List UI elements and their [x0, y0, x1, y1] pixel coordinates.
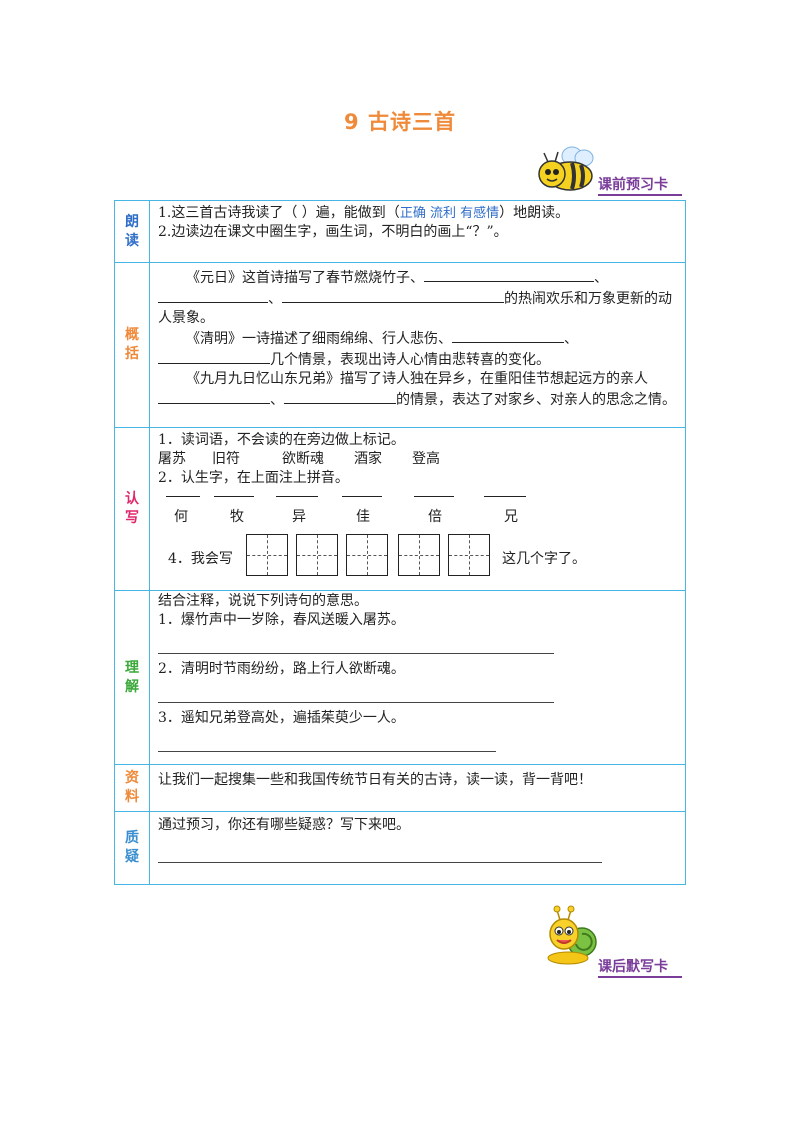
char-item: 兄: [504, 509, 518, 525]
reading-q2: 2.边读边在课文中圈生字，画生词，不明白的画上“？”。: [158, 224, 508, 240]
summary-p2: 《清明》一诗描述了细雨绵绵、行人悲伤、、几个情景，表现出诗人心情由悲转喜的变化。: [158, 328, 677, 370]
understand-item: 3．遥知兄弟登高处，遍插茱萸少一人。: [158, 710, 405, 726]
answer-blank[interactable]: [424, 267, 594, 282]
pinyin-blank[interactable]: [214, 496, 254, 497]
word-item: 酒家: [354, 451, 382, 467]
char-item: 何: [174, 509, 188, 525]
tian-grid-box[interactable]: [448, 534, 490, 576]
badge-underline: [598, 976, 682, 978]
materials-text: 让我们一起搜集一些和我国传统节日有关的古诗，读一读，背一背吧！: [158, 772, 592, 788]
row-materials: 资 料 让我们一起搜集一些和我国传统节日有关的古诗，读一读，背一背吧！: [114, 764, 686, 812]
badge-underline: [598, 194, 682, 196]
pinyin-blanks: [158, 488, 677, 508]
label-understand: 理 解: [114, 590, 150, 765]
write-q4-suffix: 这几个字了。: [502, 551, 586, 567]
reading-q1: 1.这三首古诗我读了（ ）遍，能做到（正确 流利 有感情）地朗读。: [158, 205, 570, 221]
char-item: 牧: [230, 509, 244, 525]
pinyin-blank[interactable]: [414, 496, 454, 497]
row-recognize-write: 认 写 1．读词语，不会读的在旁边做上标记。 屠苏 旧符 欲断魂 酒家 登高 2．认生字…: [114, 427, 686, 591]
row-understand: 理 解 结合注释，说说下列诗句的意思。 1．爆竹声中一岁除，春风送暖入屠苏。 2…: [114, 590, 686, 765]
word-item: 旧符: [212, 451, 240, 467]
pinyin-blank[interactable]: [484, 496, 526, 497]
row-questions: 质 疑 通过预习，你还有哪些疑惑？写下来吧。: [114, 811, 686, 885]
tian-grid-box[interactable]: [246, 534, 288, 576]
preview-card-table: 朗 读 1.这三首古诗我读了（ ）遍，能做到（正确 流利 有感情）地朗读。 2.…: [114, 200, 686, 885]
answer-line[interactable]: [158, 701, 554, 703]
tian-grid-box[interactable]: [398, 534, 440, 576]
answer-line[interactable]: [158, 750, 496, 752]
label-summary: 概 括: [114, 262, 150, 428]
label-questions: 质 疑: [114, 811, 150, 885]
preview-card-badge: 课前预习卡: [598, 177, 668, 193]
snail-icon: [547, 905, 597, 965]
write-grid-row: 4．我会写 这几个字了。: [158, 534, 677, 586]
word-list: 屠苏 旧符 欲断魂 酒家 登高: [158, 450, 677, 469]
answer-line[interactable]: [158, 652, 554, 654]
recognize-q1: 1．读词语，不会读的在旁边做上标记。: [158, 432, 405, 448]
review-card-badge: 课后默写卡: [598, 959, 668, 975]
tian-grid-box[interactable]: [346, 534, 388, 576]
page-title: 9 古诗三首: [344, 110, 456, 134]
answer-line[interactable]: [158, 861, 602, 863]
answer-blank[interactable]: [158, 288, 268, 303]
bee-icon: [538, 146, 594, 191]
recognize-q2: 2．认生字，在上面注上拼音。: [158, 470, 349, 486]
pinyin-blank[interactable]: [166, 496, 200, 497]
word-item: 登高: [412, 451, 440, 467]
questions-text: 通过预习，你还有哪些疑惑？写下来吧。: [158, 817, 410, 833]
understand-item: 2．清明时节雨纷纷，路上行人欲断魂。: [158, 661, 405, 677]
char-item: 倍: [428, 509, 442, 525]
answer-blank[interactable]: [284, 389, 396, 404]
answer-blank[interactable]: [158, 349, 270, 364]
label-recognize-write: 认 写: [114, 427, 150, 591]
answer-blank[interactable]: [452, 328, 564, 343]
char-item: 异: [292, 509, 306, 525]
char-item: 佳: [356, 509, 370, 525]
understand-intro: 结合注释，说说下列诗句的意思。: [158, 593, 368, 609]
pinyin-blank[interactable]: [276, 496, 318, 497]
summary-p1: 《元日》这首诗描写了春节燃烧竹子、、、的热闹欢乐和万象更新的动人景象。: [158, 267, 677, 328]
row-reading: 朗 读 1.这三首古诗我读了（ ）遍，能做到（正确 流利 有感情）地朗读。 2.…: [114, 200, 686, 263]
char-row: 何 牧 异 佳 倍 兄: [158, 508, 677, 534]
answer-blank[interactable]: [158, 389, 270, 404]
label-reading: 朗 读: [114, 200, 150, 263]
summary-p3: 《九月九日忆山东兄弟》描写了诗人独在异乡，在重阳佳节想起远方的亲人、的情景，表达…: [158, 370, 677, 410]
understand-item: 1．爆竹声中一岁除，春风送暖入屠苏。: [158, 612, 405, 628]
label-materials: 资 料: [114, 764, 150, 812]
word-item: 屠苏: [158, 451, 186, 467]
reading-hint: 正确 流利 有感情: [399, 206, 500, 221]
row-summary: 概 括 《元日》这首诗描写了春节燃烧竹子、、、的热闹欢乐和万象更新的动人景象。 …: [114, 262, 686, 428]
answer-blank[interactable]: [282, 288, 504, 303]
tian-grid-box[interactable]: [296, 534, 338, 576]
pinyin-blank[interactable]: [342, 496, 382, 497]
word-item: 欲断魂: [282, 451, 324, 467]
write-q4-label: 4．我会写: [168, 551, 233, 567]
